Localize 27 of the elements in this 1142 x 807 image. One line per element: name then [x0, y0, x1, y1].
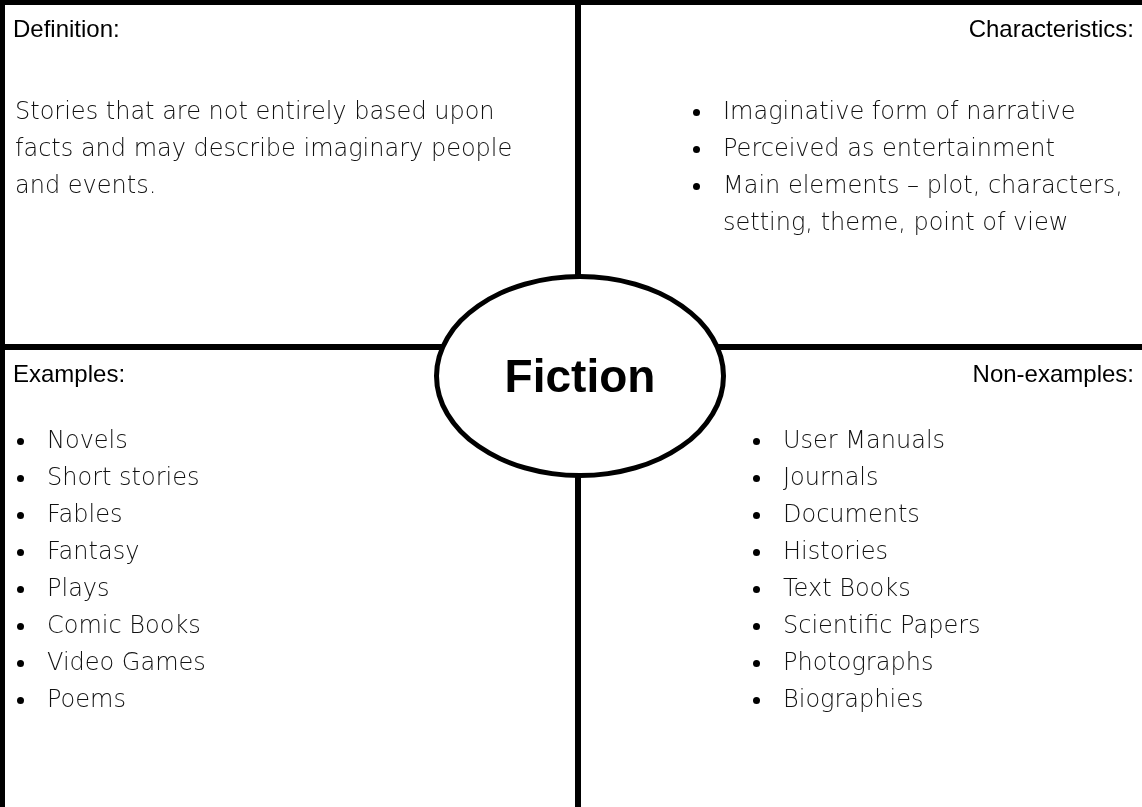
list-item: Text Books — [783, 574, 911, 602]
list-item: Scientific Papers — [783, 611, 981, 639]
list-item: Imaginative form of narrative — [723, 97, 1076, 125]
list-item: Histories — [783, 537, 889, 565]
section-heading: Definition: — [13, 15, 120, 43]
list-item: Fables — [47, 500, 123, 528]
list-item: Novels — [47, 426, 128, 454]
list-item: Comic Books — [47, 611, 201, 639]
list-item: Main elements – plot, characters, setting, theme, point of view — [723, 171, 1123, 236]
list-item: Biographies — [783, 685, 924, 713]
quadrant-panel — [0, 0, 578, 347]
list-item: Fantasy — [47, 537, 140, 565]
section-heading: Non-examples: — [972, 360, 1134, 388]
list-item: Journals — [783, 463, 879, 491]
quadrant-panel — [578, 0, 1142, 347]
list-item: Perceived as entertainment — [723, 134, 1055, 162]
section-heading: Characteristics: — [968, 15, 1134, 43]
list-item: Documents — [783, 500, 920, 528]
list-item: Plays — [47, 574, 110, 602]
list-item: Video Games — [47, 648, 206, 676]
list-item: Photographs — [783, 648, 934, 676]
definition-text: Stories that are not entirely based upon facts and may describe imaginary people and events. — [15, 96, 514, 201]
list-item: Short stories — [47, 463, 200, 491]
list-item: User Manuals — [783, 426, 946, 454]
concept-title: Fiction — [504, 349, 656, 403]
section-heading: Examples: — [13, 360, 126, 388]
list-item: Poems — [47, 685, 126, 713]
